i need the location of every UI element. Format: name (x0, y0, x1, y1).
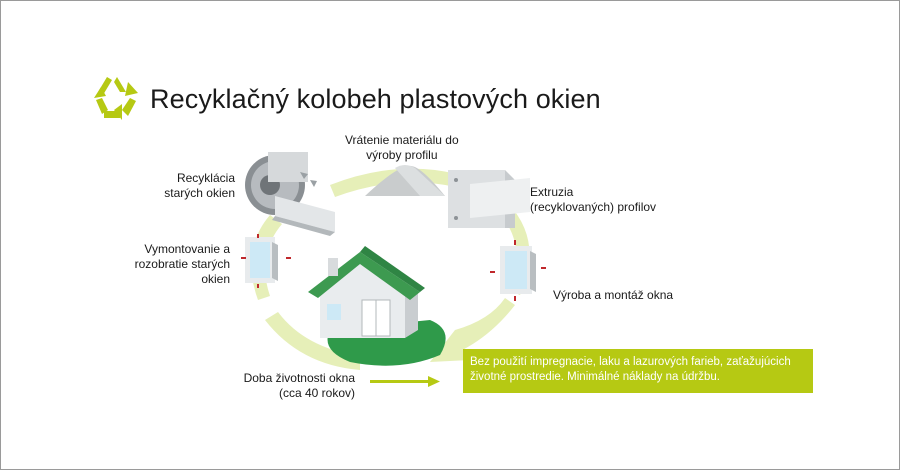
label-recycling-line1: Recyklácia (176, 171, 235, 185)
label-dismantling-line1: Vymontovanie a (144, 242, 230, 256)
label-lifetime: Doba životnosti okna (cca 40 rokov) (220, 371, 355, 401)
window-icon-right (490, 240, 546, 301)
recycle-icon (94, 77, 138, 120)
label-dismantling-line3: okien (201, 272, 230, 286)
label-dismantling: Vymontovanie a rozobratie starých okien (120, 242, 230, 287)
label-recycling: Recyklácia starých okien (160, 171, 235, 201)
label-extrusion: Extruzia (recyklovaných) profilov (530, 185, 656, 215)
label-production: Výroba a montáž okna (553, 288, 674, 302)
material-pile-icon (365, 165, 445, 196)
note-text: Bez použití impregnacie, laku a lazurový… (470, 356, 791, 383)
label-return-material: Vrátenie materiálu do výroby profilu (345, 133, 459, 163)
label-lifetime-line2: (cca 40 rokov) (278, 386, 355, 400)
arrow-icon (370, 376, 440, 387)
extruder-icon (448, 170, 530, 228)
label-lifetime-line1: Doba životnosti okna (243, 371, 355, 385)
label-return-material-line2: výroby profilu (366, 148, 438, 162)
note-box (463, 349, 813, 393)
label-dismantling-line2: rozobratie starých (134, 257, 230, 271)
window-icon (241, 234, 291, 288)
house-icon (308, 246, 446, 366)
label-extrusion-line2: (recyklovaných) profilov (530, 200, 657, 214)
label-extrusion-line1: Extruzia (530, 185, 574, 199)
label-recycling-line2: starých okien (164, 186, 235, 200)
label-return-material-line1: Vrátenie materiálu do (345, 133, 459, 147)
page-title: Recyklačný kolobeh plastových okien (150, 84, 601, 114)
shredder-icon (245, 152, 335, 236)
